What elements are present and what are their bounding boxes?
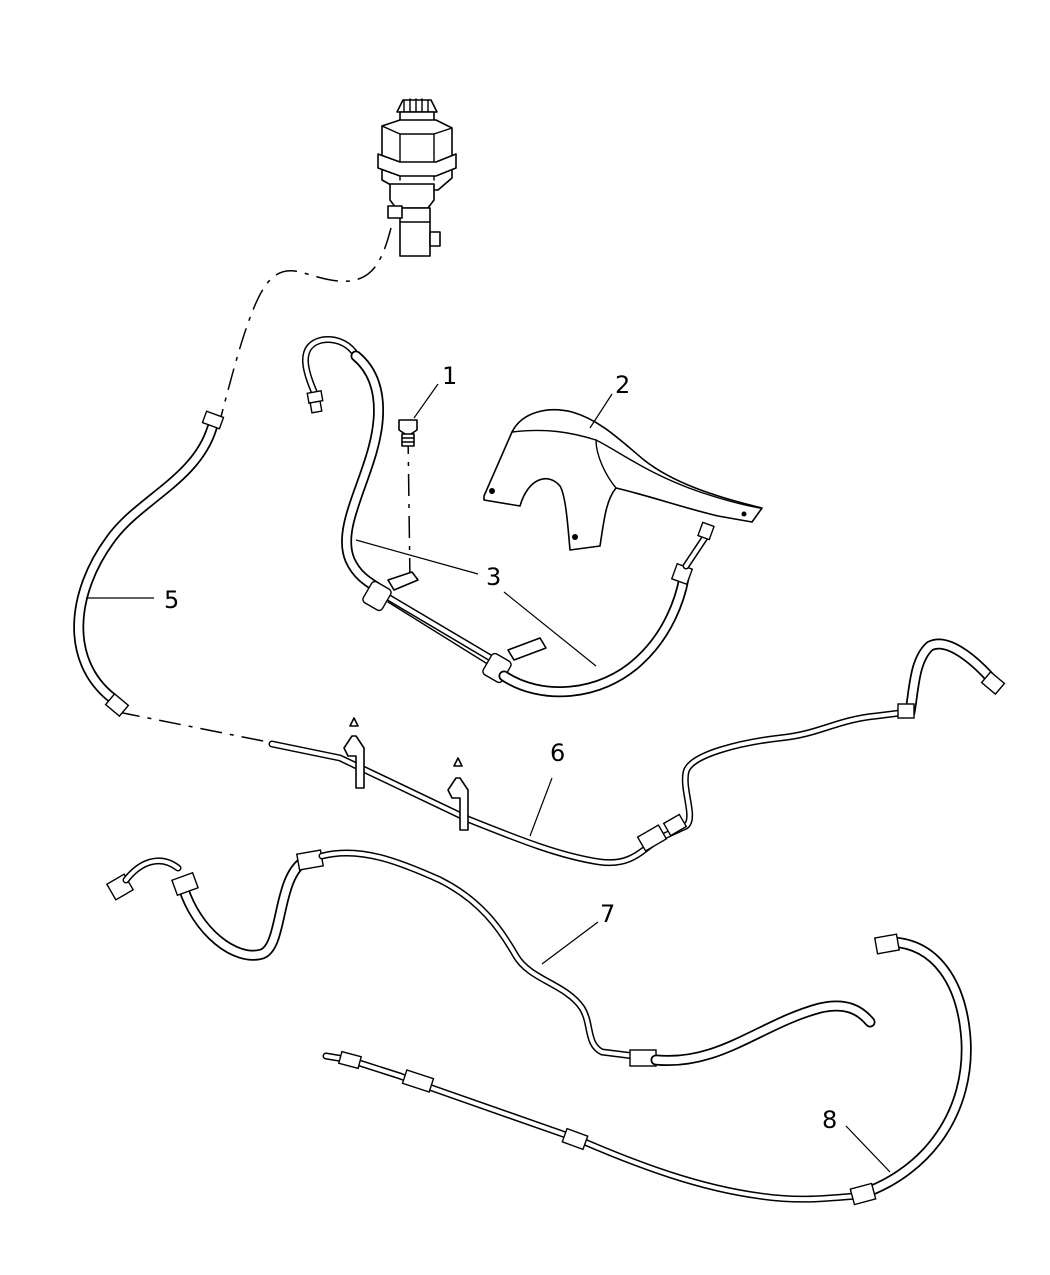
heat-shield-part-2 bbox=[483, 409, 763, 551]
bolt-part-1 bbox=[398, 419, 418, 447]
callout-6: 6 bbox=[550, 739, 565, 767]
return-tube-part-6 bbox=[268, 638, 1006, 867]
dashed-connection-lines bbox=[117, 227, 411, 745]
callout-7: 7 bbox=[600, 900, 615, 928]
callout-5: 5 bbox=[164, 586, 179, 614]
pressure-line-part-7 bbox=[105, 849, 876, 1067]
reservoir bbox=[377, 98, 457, 257]
return-line-part-8 bbox=[322, 933, 972, 1206]
return-hose-part-5 bbox=[73, 410, 225, 718]
callout-2: 2 bbox=[615, 371, 630, 399]
callout-labels: 1 2 3 5 6 7 8 bbox=[164, 362, 837, 1134]
pressure-hose-part-3 bbox=[302, 336, 715, 698]
leader-lines bbox=[86, 383, 891, 1173]
callout-1: 1 bbox=[442, 362, 457, 390]
callout-3: 3 bbox=[486, 563, 501, 591]
callout-8: 8 bbox=[822, 1106, 837, 1134]
